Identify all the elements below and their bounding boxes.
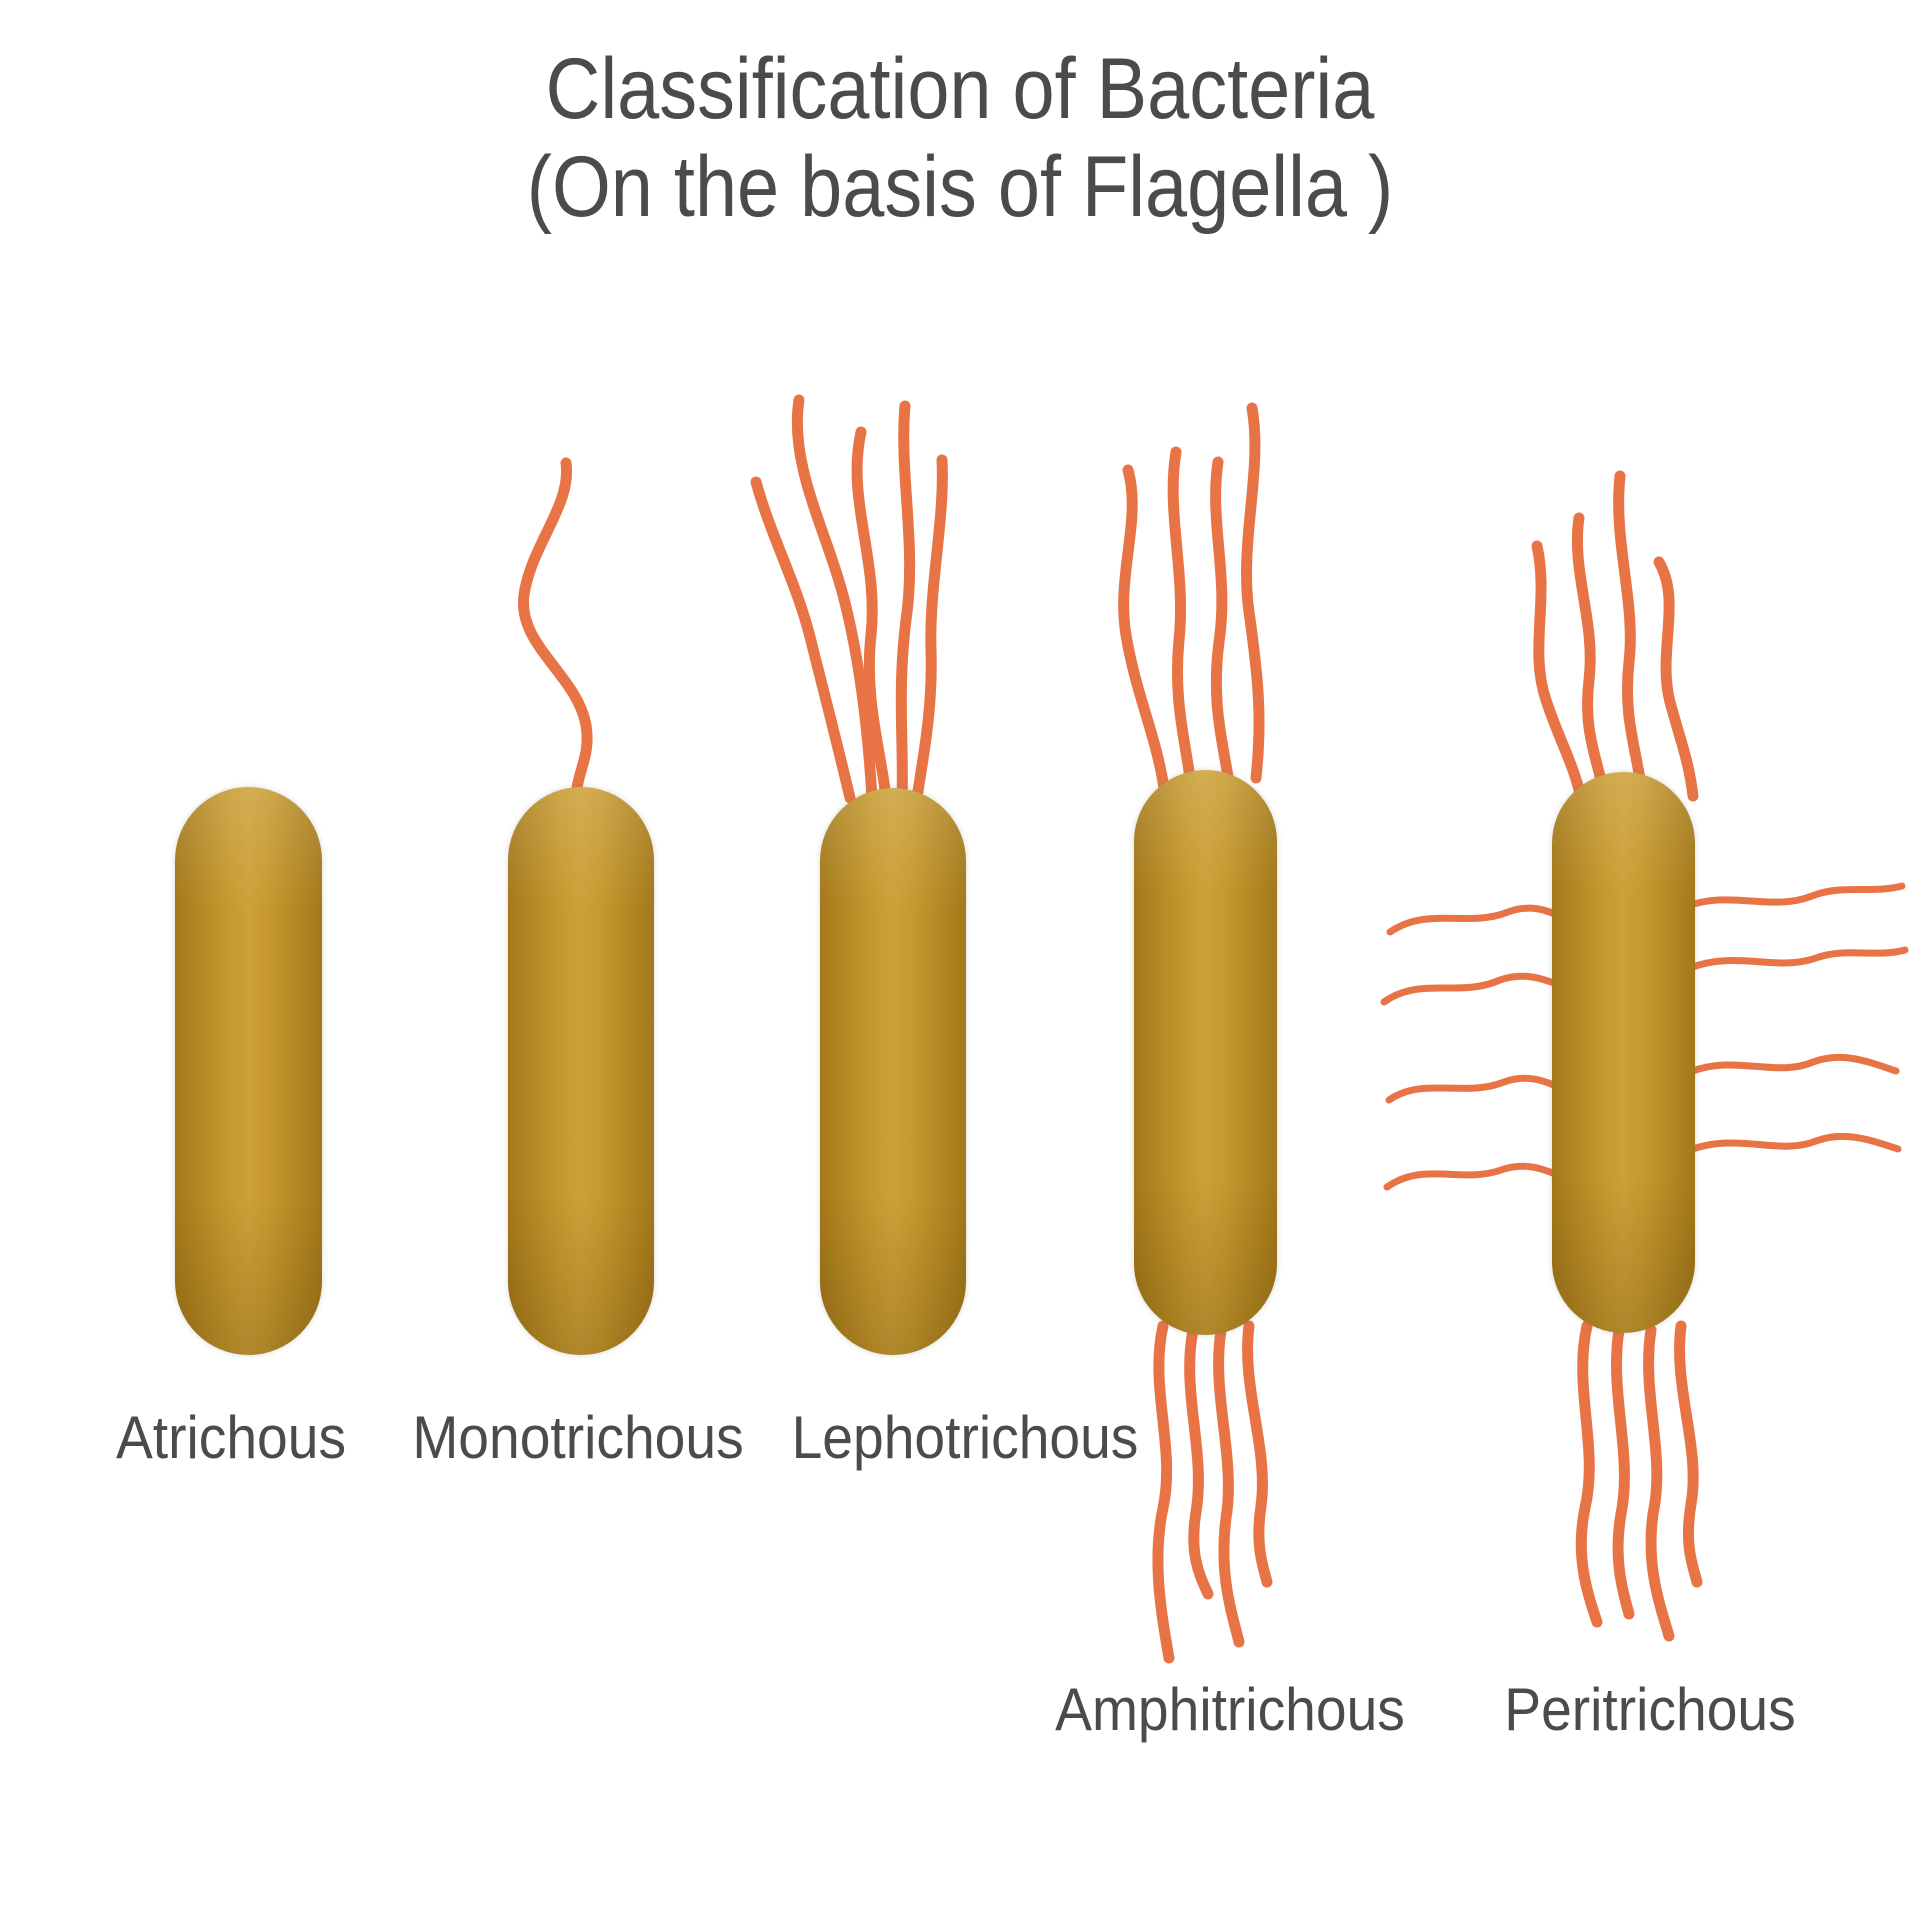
peritrichous-bottom-flagellum-3	[1643, 1324, 1675, 1642]
amphitrichous-top-flagellum-2	[1167, 446, 1197, 792]
peritrichous-right-flagellum-4	[1686, 1132, 1902, 1154]
atrichous-label: Atrichous	[115, 1404, 347, 1471]
lephotrichous-body	[820, 788, 966, 1355]
peritrichous-top-flagellum-1	[1531, 540, 1587, 804]
amphitrichous-body	[1134, 770, 1277, 1335]
monotrichous-body	[508, 787, 654, 1355]
amphitrichous-bottom-flagellum-4	[1242, 1320, 1273, 1588]
lephotrichous-flagellum-2	[791, 394, 878, 804]
amphitrichous-bottom-flagellum-3	[1213, 1325, 1245, 1648]
atrichous-body	[175, 787, 322, 1355]
peritrichous-bottom-flagellum-2	[1611, 1324, 1635, 1620]
lephotrichous-flagellum-1	[750, 476, 856, 804]
peritrichous-left-flagellum-3	[1385, 1074, 1566, 1104]
title-line-2: (On the basis of Flagella )	[526, 139, 1394, 235]
peritrichous-top-flagellum-2	[1571, 512, 1609, 796]
peritrichous-body	[1552, 772, 1695, 1333]
peritrichous-top-flagellum-4	[1653, 556, 1699, 802]
peritrichous-bottom-flagellum-4	[1674, 1320, 1703, 1588]
peritrichous-right-flagellum-3	[1686, 1053, 1900, 1076]
monotrichous-flagellum	[518, 457, 593, 801]
peritrichous-top-flagellum-3	[1613, 470, 1647, 792]
monotrichous-label: Monotrichous	[412, 1404, 744, 1471]
peritrichous-label: Peritrichous	[1504, 1676, 1796, 1743]
amphitrichous-bottom-flagellum-2	[1184, 1324, 1214, 1600]
lephotrichous-flagellum-5	[911, 454, 948, 804]
peritrichous-left-flagellum-1	[1386, 904, 1564, 936]
diagram-title: Classification of Bacteria (On the basis…	[115, 40, 1805, 236]
amphitrichous-bottom-flagellum-1	[1152, 1320, 1175, 1664]
lephotrichous-flagellum-3	[851, 426, 892, 804]
peritrichous-left-flagellum-2	[1380, 972, 1566, 1006]
amphitrichous-top-flagellum-4	[1241, 402, 1265, 784]
peritrichous-left-flagellum-4	[1383, 1162, 1564, 1191]
title-line-1: Classification of Bacteria	[545, 41, 1375, 137]
amphitrichous-top-flagellum-3	[1210, 456, 1235, 789]
lephotrichous-flagellum-4	[895, 400, 916, 804]
lephotrichous-label: Lephotrichous	[791, 1404, 1139, 1471]
amphitrichous-top-flagellum-1	[1118, 464, 1170, 794]
peritrichous-right-flagellum-2	[1686, 946, 1909, 972]
peritrichous-bottom-flagellum-1	[1575, 1320, 1603, 1628]
peritrichous-right-flagellum-1	[1684, 882, 1906, 910]
amphitrichous-label: Amphitrichous	[1055, 1676, 1405, 1743]
